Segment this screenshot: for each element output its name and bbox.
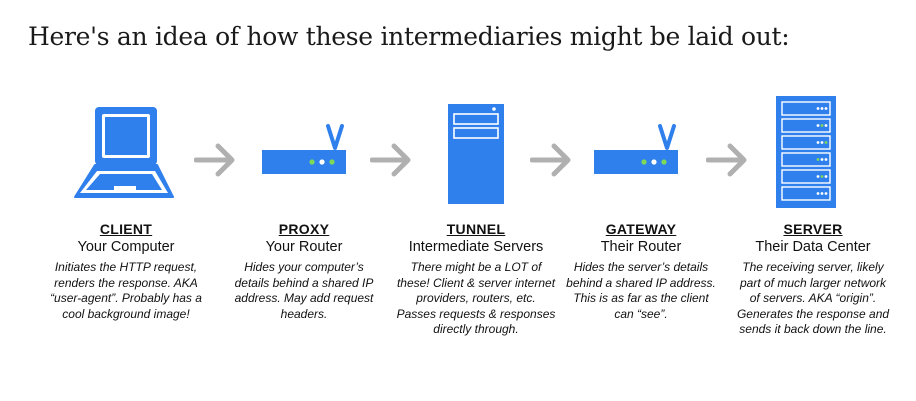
node-server: SERVER Their Data Center The receiving s… (734, 220, 892, 338)
node-subtitle: Your Router (265, 239, 343, 255)
node-title: GATEWAY (605, 221, 677, 237)
router-icon (262, 124, 346, 174)
node-description: There might be a LOT of these! Client & … (396, 260, 556, 336)
page-title: Here's an idea of how these intermediari… (28, 22, 790, 51)
arrow-right-icon (370, 143, 411, 177)
router-icon (594, 124, 678, 174)
node-tunnel: TUNNEL Intermediate Servers There might … (396, 220, 556, 338)
laptop-icon (74, 107, 174, 198)
node-title: CLIENT (99, 221, 153, 237)
node-client: CLIENT Your Computer Initiates the HTTP … (46, 220, 206, 322)
node-description: Hides your computer’s details behind a s… (234, 260, 374, 321)
node-title: TUNNEL (446, 221, 506, 237)
server-rack-icon (776, 96, 836, 208)
node-subtitle: Your Computer (77, 239, 175, 255)
node-description: Initiates the HTTP request, renders the … (50, 260, 202, 321)
arrow-right-icon (706, 143, 747, 177)
node-description: Hides the server’s details behind a shar… (566, 260, 716, 321)
node-subtitle: Their Data Center (755, 239, 871, 255)
node-gateway: GATEWAY Their Router Hides the server’s … (564, 220, 718, 322)
server-tower-icon (448, 104, 504, 204)
node-subtitle: Their Router (600, 239, 682, 255)
arrow-right-icon (194, 143, 235, 177)
node-description: The receiving server, likely part of muc… (736, 260, 890, 336)
arrow-right-icon (530, 143, 571, 177)
node-proxy: PROXY Your Router Hides your computer’s … (226, 220, 382, 322)
node-title: PROXY (278, 221, 330, 237)
node-subtitle: Intermediate Servers (408, 239, 544, 255)
node-title: SERVER (783, 221, 843, 237)
